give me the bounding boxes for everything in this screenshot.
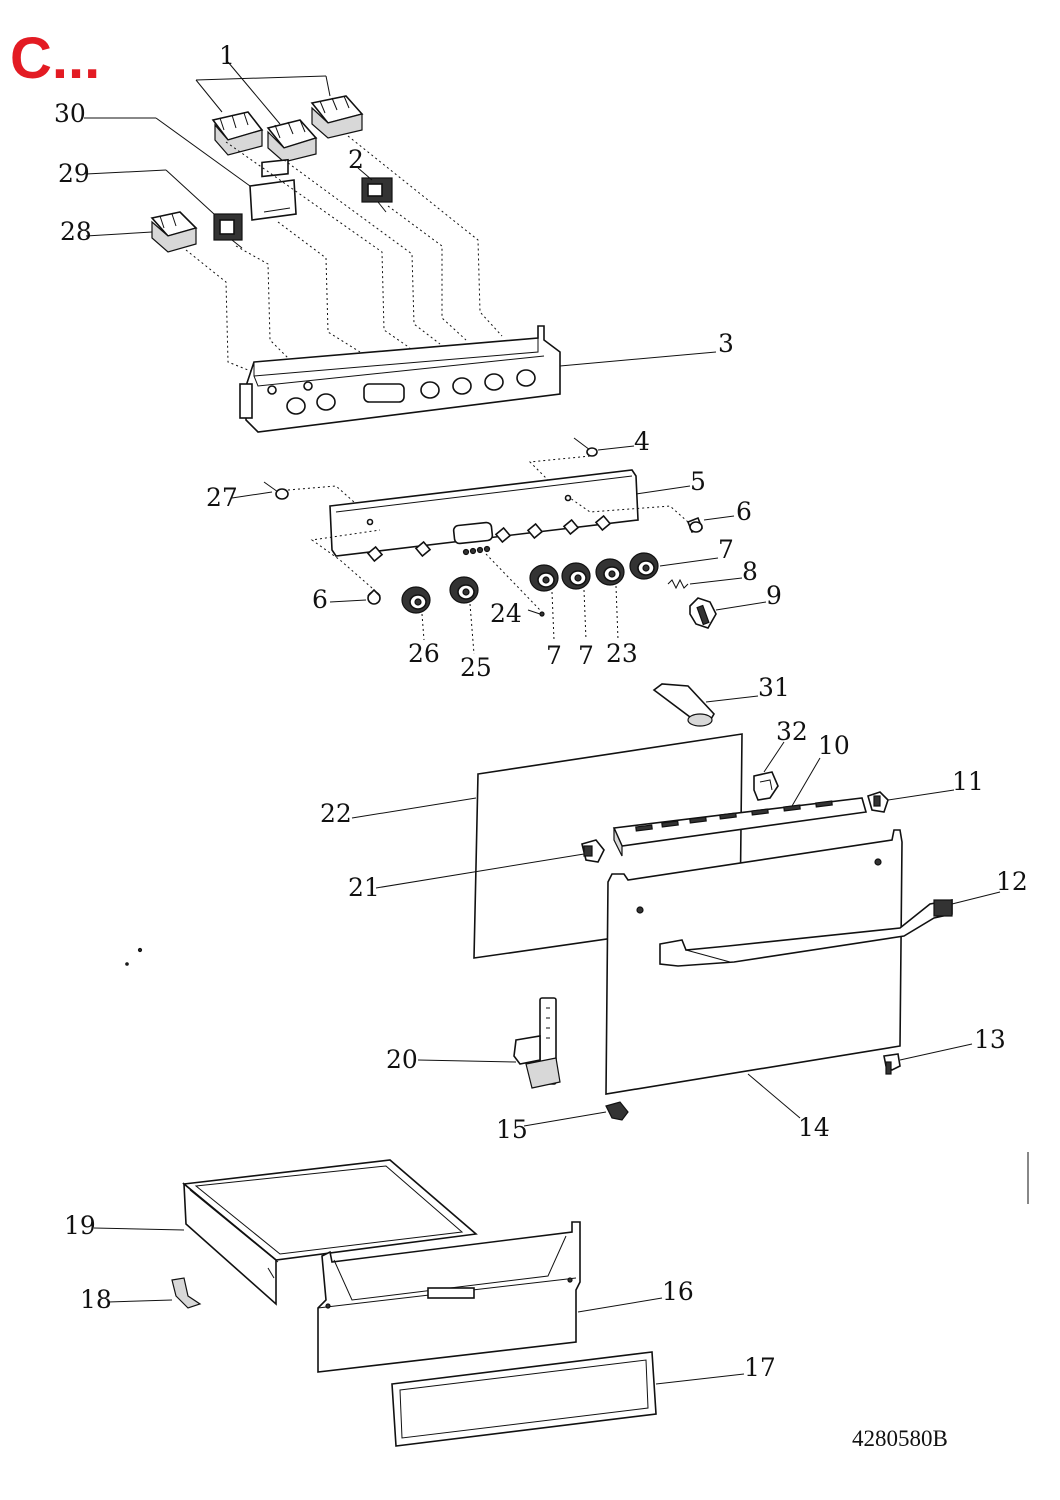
- callout-24: 24: [490, 599, 522, 628]
- outer-door-14: [605, 829, 903, 1095]
- leader-1: [195, 75, 327, 81]
- callout-16: 16: [662, 1277, 694, 1306]
- callout-32: 32: [776, 717, 808, 746]
- clip-32: [753, 771, 779, 801]
- electronic-timer-30: [249, 158, 297, 221]
- callout-28: 28: [60, 217, 92, 246]
- spring-8: [667, 578, 689, 590]
- callout-27: 27: [206, 483, 238, 512]
- callout-18: 18: [80, 1285, 112, 1314]
- drawing-code: 4280580B: [852, 1426, 948, 1451]
- callout-21: 21: [348, 873, 380, 902]
- callout-8: 8: [742, 557, 758, 586]
- hinge-guide-31: [652, 683, 715, 727]
- callout-10: 10: [818, 731, 850, 760]
- callout-22: 22: [320, 799, 352, 828]
- gas-tap-switch-1b: [266, 119, 318, 163]
- callout-25: 25: [460, 653, 492, 682]
- hinge-clip-13: [883, 1053, 901, 1075]
- selector-switch-28: [150, 211, 198, 253]
- callout-29: 29: [58, 159, 90, 188]
- callout-13: 13: [974, 1025, 1006, 1054]
- knob-7-c: [629, 552, 659, 580]
- brand-mark: C...: [10, 26, 100, 91]
- hinge-clip-15: [605, 1101, 629, 1121]
- callout-1: 1: [219, 41, 235, 70]
- callout-15: 15: [496, 1115, 528, 1144]
- callout-6-left: 6: [312, 585, 328, 614]
- door-profile-10: [612, 797, 868, 857]
- callout-17: 17: [744, 1353, 776, 1382]
- led-24: [527, 609, 545, 617]
- callout-19: 19: [64, 1211, 96, 1240]
- callout-7-a: 7: [546, 641, 562, 670]
- hinge-20: [513, 997, 561, 1089]
- control-panel-support-3: [239, 325, 561, 433]
- knob-26: [401, 586, 431, 614]
- bush-6-right: [686, 516, 704, 534]
- callout-26: 26: [408, 639, 440, 668]
- drawer-front-16: [317, 1221, 581, 1373]
- switch-29: [213, 213, 243, 249]
- callout-2: 2: [348, 145, 364, 174]
- callout-6-right: 6: [736, 497, 752, 526]
- callout-23: 23: [606, 639, 638, 668]
- clip-21: [581, 839, 605, 863]
- pin-27: [263, 481, 289, 500]
- callout-12: 12: [996, 867, 1028, 896]
- bracket-18: [171, 1277, 202, 1309]
- callout-7-c: 7: [718, 535, 734, 564]
- callout-9: 9: [766, 581, 782, 610]
- bush-6-left: [367, 588, 381, 605]
- callout-3: 3: [718, 329, 734, 358]
- callout-5: 5: [690, 467, 706, 496]
- drawer-tray-19: [182, 1159, 478, 1306]
- callout-20: 20: [386, 1045, 418, 1074]
- callout-14: 14: [798, 1113, 830, 1142]
- switch-2: [361, 177, 393, 213]
- callout-11: 11: [952, 767, 984, 796]
- callout-7-b: 7: [578, 641, 594, 670]
- callout-31: 31: [758, 673, 790, 702]
- knob-25: [449, 576, 479, 604]
- control-panel-5: [329, 469, 639, 563]
- callout-30: 30: [54, 99, 86, 128]
- callout-4: 4: [634, 427, 650, 456]
- knob-23: [595, 558, 625, 586]
- door-handle-12: [659, 899, 953, 967]
- knob-9: [689, 597, 717, 629]
- gas-tap-switch-1c: [310, 95, 364, 139]
- drawer-panel-17: [391, 1351, 657, 1447]
- gas-tap-switch-1a: [211, 111, 264, 156]
- knob-7-b: [561, 562, 591, 590]
- pin-4: [573, 437, 598, 457]
- knob-7-a: [529, 564, 559, 592]
- clip-11: [867, 791, 889, 813]
